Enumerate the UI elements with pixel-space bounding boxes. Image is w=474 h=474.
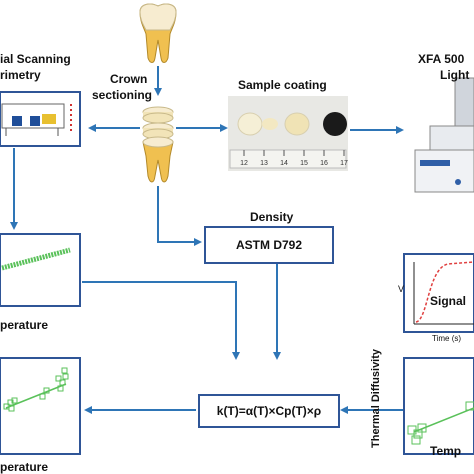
dsc-title-line2: rimetry (0, 68, 41, 82)
result-plot (0, 357, 81, 455)
arrow-cp-to-formula (82, 281, 240, 360)
signal-v-axis-label: V (398, 284, 405, 294)
tooth-sectioned-icon (142, 106, 174, 183)
thermal-diffusivity-label: Thermal Diffusivity (370, 348, 382, 448)
density-label: Density (250, 210, 294, 224)
ruler-tick-label: 13 (260, 160, 268, 167)
xfa-instrument-icon (414, 77, 474, 193)
temperature-label-bottom: perature (0, 460, 49, 474)
xfa-label-line1: XFA 500 (418, 52, 465, 66)
sample-coating-label: Sample coating (238, 78, 327, 92)
ruler-tick-label: 14 (280, 160, 288, 167)
temp-right-label: Temp (430, 444, 462, 458)
dsc-instrument-icon (0, 91, 81, 147)
signal-label: Signal (430, 294, 467, 308)
dsc-title-line1: ial Scanning (0, 52, 71, 66)
cp-plot (0, 233, 81, 307)
ruler-tick-label: 12 (240, 160, 248, 167)
ruler-tick-label: 16 (320, 160, 328, 167)
signal-plot (403, 253, 474, 333)
signal-time-axis-label: Time (s) (432, 334, 462, 343)
temperature-label-mid: perature (0, 318, 49, 332)
tooth-top-icon (139, 3, 177, 63)
ruler-ticks: 12 13 14 15 16 17 (240, 150, 348, 167)
astm-box: ASTM D792 (204, 226, 334, 264)
ruler-tick-label: 15 (300, 160, 308, 167)
formula-box: k(T)=α(T)×Cp(T)×ρ (198, 394, 340, 428)
xfa-label-line2: Light (440, 68, 470, 82)
crown-label-line2: sectioning (92, 88, 153, 102)
crown-label-line1: Crown (110, 72, 148, 86)
ruler-tick-label: 17 (340, 160, 348, 167)
arrow-to-astm (157, 186, 202, 246)
diffusivity-plot (403, 357, 474, 455)
sample-coating-photo (228, 96, 348, 171)
